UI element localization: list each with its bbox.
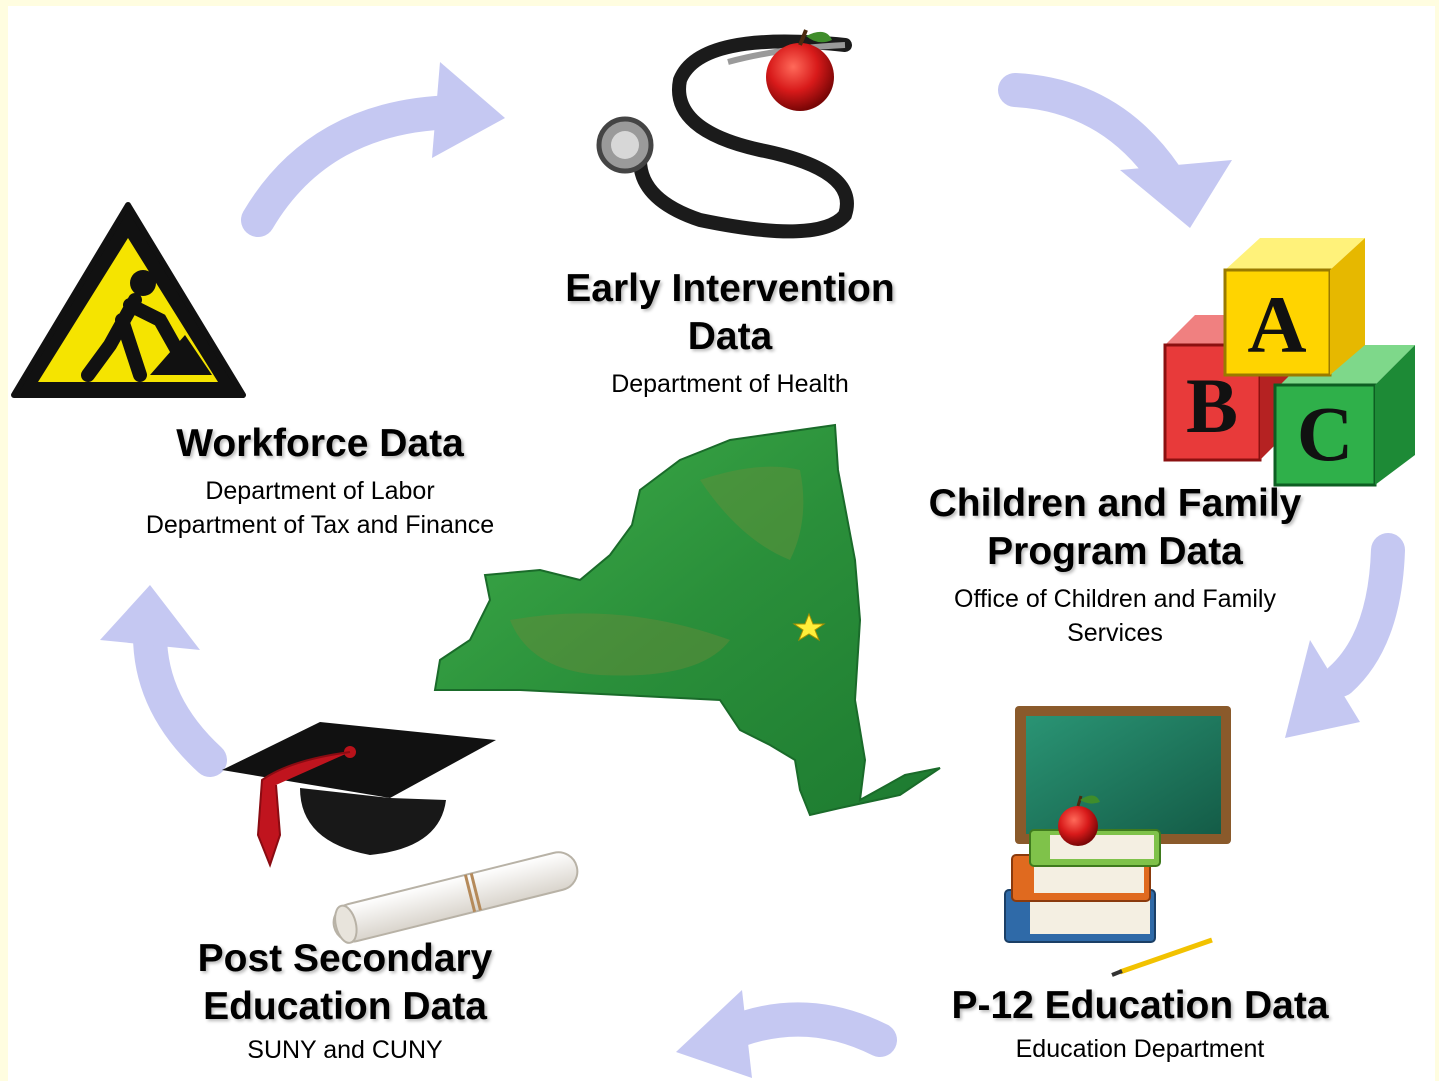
node-title: P-12 Education Data bbox=[920, 982, 1360, 1030]
node-title-line: Early Intervention bbox=[565, 267, 895, 310]
abc-blocks-icon: B C A bbox=[1163, 238, 1415, 487]
node-post-secondary: Post Secondary Education Data SUNY and C… bbox=[145, 935, 545, 1067]
agency-label: Department of Labor bbox=[205, 477, 435, 505]
node-title-line: Education Data bbox=[203, 985, 487, 1028]
node-agencies: Department of Labor Department of Tax an… bbox=[110, 474, 530, 542]
node-agencies: Department of Health bbox=[530, 367, 930, 401]
node-workforce: Workforce Data Department of Labor Depar… bbox=[110, 420, 530, 542]
agency-label: Office of Children and Family bbox=[954, 585, 1276, 613]
node-agencies: SUNY and CUNY bbox=[145, 1033, 545, 1067]
chalkboard-books-icon bbox=[1004, 706, 1231, 977]
agency-label: SUNY and CUNY bbox=[247, 1036, 443, 1064]
arrow-p12-to-post-secondary bbox=[676, 990, 897, 1078]
graduation-cap-diploma-icon bbox=[222, 722, 579, 944]
node-title: Workforce Data bbox=[110, 420, 530, 468]
agency-label: Department of Health bbox=[611, 370, 849, 398]
node-title: Post Secondary Education Data bbox=[145, 935, 545, 1031]
arrow-early-to-children bbox=[998, 73, 1232, 228]
capital-star-icon bbox=[792, 612, 826, 642]
stethoscope-apple-icon bbox=[596, 29, 854, 239]
arrow-post-secondary-to-workforce bbox=[100, 585, 227, 777]
new-york-state-map-icon bbox=[433, 423, 941, 817]
node-title-line: Workforce Data bbox=[176, 422, 464, 465]
node-agencies: Education Department bbox=[920, 1032, 1360, 1066]
node-p12-education: P-12 Education Data Education Department bbox=[920, 982, 1360, 1066]
node-title-line: Data bbox=[687, 315, 773, 358]
agency-label: Services bbox=[1067, 619, 1163, 647]
node-early-intervention: Early Intervention Data Department of He… bbox=[530, 265, 930, 401]
workers-sign-icon bbox=[11, 202, 246, 398]
block-c-letter: C bbox=[1297, 390, 1353, 477]
agency-label: Department of Tax and Finance bbox=[145, 511, 495, 539]
node-title: Children and Family Program Data bbox=[900, 480, 1330, 576]
node-title: Early Intervention Data bbox=[530, 265, 930, 361]
node-agencies: Office of Children and Family Services bbox=[900, 582, 1330, 650]
node-title-line: Program Data bbox=[987, 530, 1243, 573]
node-title-line: Children and Family bbox=[928, 482, 1302, 525]
arrow-workforce-to-early bbox=[241, 62, 505, 237]
node-children-family: Children and Family Program Data Office … bbox=[900, 480, 1330, 650]
arrow-children-to-p12 bbox=[1285, 533, 1405, 738]
node-title-line: Post Secondary bbox=[197, 937, 493, 980]
block-a-letter: A bbox=[1247, 279, 1306, 370]
node-title-line: P-12 Education Data bbox=[951, 984, 1329, 1027]
agency-label: Education Department bbox=[1015, 1035, 1265, 1063]
